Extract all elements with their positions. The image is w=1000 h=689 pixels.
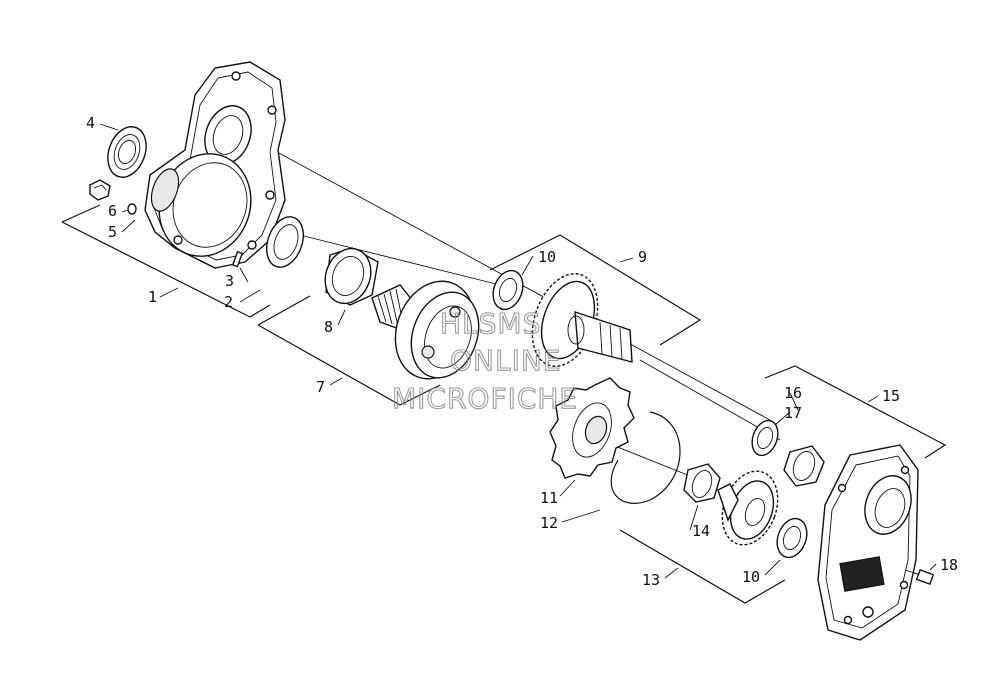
callout-10-lower: 10	[742, 568, 760, 586]
snap-ring-12	[610, 411, 681, 504]
callout-1: 1	[148, 288, 157, 306]
callout-17: 17	[784, 404, 802, 422]
sprocket-11	[549, 377, 635, 479]
callout-16: 16	[784, 384, 802, 402]
gear-case-housing	[144, 61, 286, 269]
callout-14: 14	[692, 522, 710, 540]
group-brackets	[61, 204, 947, 604]
callout-7: 7	[316, 378, 325, 396]
bearing-10-upper	[492, 269, 524, 311]
bracket-9	[489, 234, 702, 346]
seal-4	[107, 126, 147, 178]
watermark-line-3: MICROFICHE	[392, 382, 578, 415]
callout-15: 15	[882, 387, 900, 405]
bracket-1-bottom	[61, 221, 271, 318]
callout-11: 11	[540, 489, 558, 507]
bearing-8	[324, 247, 379, 306]
counter-gear-9	[531, 273, 633, 367]
o-ring-5	[127, 203, 137, 215]
callout-9: 9	[638, 248, 647, 266]
callout-6: 6	[108, 202, 117, 220]
watermark-line-1: HLSMS	[440, 307, 541, 340]
callout-13: 13	[642, 571, 660, 589]
seal-17	[751, 419, 779, 457]
output-shaft-7	[371, 280, 480, 380]
bearing-10-lower	[776, 517, 808, 559]
callout-3: 3	[225, 272, 234, 290]
bracket-13	[619, 529, 786, 604]
plug-6	[89, 179, 111, 201]
watermark: HLSMS ONLINE MICROFICHE	[391, 306, 578, 415]
pin-3	[231, 250, 244, 268]
bracket-15	[764, 365, 947, 459]
callout-18: 18	[940, 556, 958, 574]
callout-10-upper: 10	[538, 248, 556, 266]
bracket-7-top	[257, 295, 311, 326]
callout-8: 8	[324, 318, 333, 336]
bracket-1-left	[61, 204, 101, 223]
drive-gear-13	[717, 470, 779, 546]
seal-2	[266, 216, 304, 268]
callout-12: 12	[540, 514, 558, 532]
screw-18	[904, 569, 935, 585]
bracket-7-bottom	[257, 324, 441, 406]
assembly-axis-lines	[254, 139, 921, 576]
callout-5: 5	[108, 223, 117, 241]
leader-lines	[99, 123, 937, 579]
callout-2: 2	[224, 293, 233, 311]
callout-4: 4	[86, 114, 95, 132]
bearing-14	[683, 463, 721, 503]
gear-case-cover-15	[817, 444, 919, 641]
bearing-16	[783, 445, 825, 487]
watermark-line-2: ONLINE	[450, 344, 561, 377]
callout-labels: 4 6 5 1 3 2 8 7 10 9 11 12 14 13 16 17 1…	[86, 114, 958, 589]
